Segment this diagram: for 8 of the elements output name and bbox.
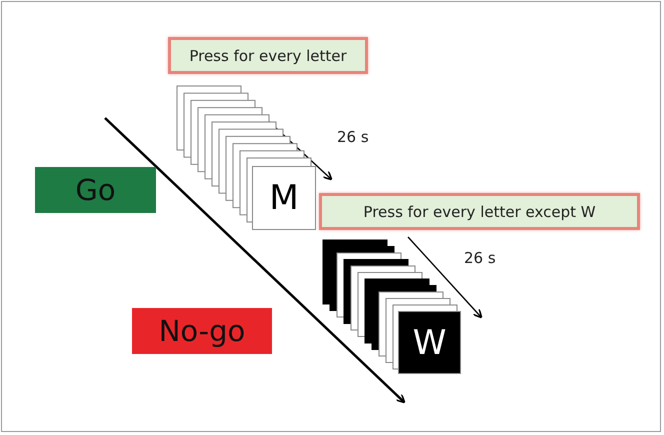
instruction-box: Press for every letter except W — [319, 193, 640, 230]
instruction-box: Press for every letter — [168, 37, 368, 74]
letter-card: W — [398, 311, 461, 374]
condition-label-box: No-go — [132, 308, 272, 354]
duration-label: 26 s — [464, 249, 496, 267]
letter-card: M — [252, 166, 316, 230]
condition-label-box: Go — [35, 167, 156, 213]
duration-label: 26 s — [337, 128, 369, 146]
